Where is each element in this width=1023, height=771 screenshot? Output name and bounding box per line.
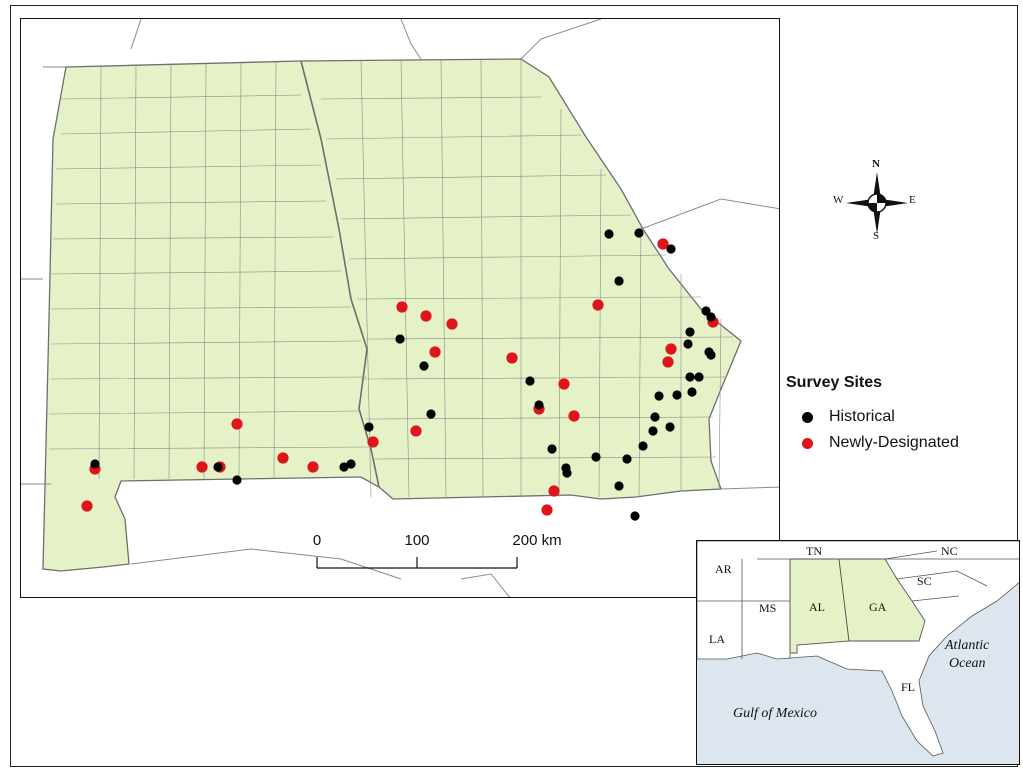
historical-site-marker xyxy=(525,376,535,386)
historical-site-marker xyxy=(685,327,695,337)
newly-designated-site-marker xyxy=(81,500,93,512)
newly-designated-site-marker xyxy=(429,346,441,358)
legend-label-newly-designated: Newly-Designated xyxy=(829,434,959,451)
historical-site-marker xyxy=(648,426,658,436)
historical-site-marker xyxy=(694,372,704,382)
historical-site-marker xyxy=(395,334,405,344)
newly-designated-site-marker xyxy=(657,238,669,250)
historical-site-marker xyxy=(654,391,664,401)
historical-site-marker xyxy=(364,422,374,432)
inset-label-ga: GA xyxy=(869,600,887,614)
historical-site-marker xyxy=(534,400,544,410)
main-map-svg: 0 100 200 km xyxy=(21,19,779,597)
inset-label-fl: FL xyxy=(901,680,915,694)
historical-site-marker xyxy=(622,454,632,464)
historical-site-marker xyxy=(650,412,660,422)
historical-site-marker xyxy=(614,276,624,286)
historical-site-marker xyxy=(547,444,557,454)
inset-label-nc: NC xyxy=(941,544,958,558)
newly-designated-site-marker xyxy=(196,461,208,473)
newly-designated-site-marker xyxy=(541,504,553,516)
inset-label-ocean: Ocean xyxy=(949,656,986,671)
newly-designated-site-marker xyxy=(506,352,518,364)
newly-designated-site-marker xyxy=(446,318,458,330)
newly-designated-site-marker xyxy=(665,343,677,355)
compass-south: S xyxy=(873,230,880,242)
compass-rose-icon xyxy=(846,172,908,234)
inset-label-atlantic: Atlantic xyxy=(944,638,990,653)
historical-site-marker xyxy=(672,390,682,400)
historical-site-marker xyxy=(604,229,614,239)
inset-label-sc: SC xyxy=(917,574,932,588)
survey-sites-layer xyxy=(81,228,719,521)
newly-designated-site-marker xyxy=(410,425,422,437)
newly-designated-site-marker xyxy=(592,299,604,311)
inset-label-tn: TN xyxy=(806,544,822,558)
inset-label-al: AL xyxy=(809,600,825,614)
inset-label-gulf-of-mexico: Gulf of Mexico xyxy=(733,706,817,721)
county-boundaries xyxy=(48,58,734,498)
historical-site-marker xyxy=(346,459,356,469)
historical-site-marker xyxy=(665,422,675,432)
historical-site-marker xyxy=(687,387,697,397)
legend-title: Survey Sites xyxy=(786,374,883,391)
newly-designated-site-marker xyxy=(558,378,570,390)
compass-west: W xyxy=(833,194,844,206)
map-legend: Survey Sites Historical Newly-Designated xyxy=(786,374,1011,456)
inset-label-ms: MS xyxy=(759,601,776,615)
scale-label-100: 100 xyxy=(404,532,429,549)
inset-map-svg: AR TN NC MS AL GA SC LA FL Atlantic Ocea… xyxy=(697,541,1019,757)
scale-label-200: 200 km xyxy=(512,532,561,549)
compass-east: E xyxy=(909,194,916,206)
newly-designated-site-marker xyxy=(277,452,289,464)
newly-designated-site-marker xyxy=(367,436,379,448)
historical-site-marker xyxy=(638,441,648,451)
historical-site-marker xyxy=(213,462,223,472)
compass-north: N xyxy=(872,158,880,170)
newly-designated-site-marker xyxy=(307,461,319,473)
newly-designated-site-marker xyxy=(420,310,432,322)
historical-site-marker xyxy=(90,459,100,469)
historical-site-marker xyxy=(706,312,716,322)
historical-site-marker xyxy=(591,452,601,462)
historical-site-marker xyxy=(706,350,716,360)
state-boundary-lines xyxy=(21,19,779,597)
legend-label-historical: Historical xyxy=(829,408,895,425)
legend-item-newly-designated: Newly-Designated xyxy=(786,430,1011,456)
newly-designated-site-marker xyxy=(396,301,408,313)
historical-site-marker xyxy=(683,339,693,349)
newly-designated-site-marker xyxy=(568,410,580,422)
inset-land xyxy=(697,541,1019,757)
main-map: 0 100 200 km xyxy=(20,18,780,598)
historical-site-marker xyxy=(562,468,572,478)
historical-site-marker xyxy=(666,244,676,254)
inset-state-lines xyxy=(697,550,1019,659)
newly-designated-site-marker xyxy=(231,418,243,430)
alabama-georgia-land xyxy=(42,58,742,572)
historical-dot-icon xyxy=(802,411,813,423)
inset-georgia xyxy=(838,558,926,642)
newly-designated-dot-icon xyxy=(802,437,813,449)
historical-site-marker xyxy=(630,511,640,521)
historical-site-marker xyxy=(685,372,695,382)
historical-site-marker xyxy=(339,462,349,472)
historical-site-marker xyxy=(634,228,644,238)
scale-label-0: 0 xyxy=(313,532,321,549)
scale-bar: 0 100 200 km xyxy=(313,532,562,569)
historical-site-marker xyxy=(614,481,624,491)
historical-site-marker xyxy=(232,475,242,485)
newly-designated-site-marker xyxy=(548,485,560,497)
newly-designated-site-marker xyxy=(662,356,674,368)
inset-label-la: LA xyxy=(709,632,725,646)
locator-inset-map: AR TN NC MS AL GA SC LA FL Atlantic Ocea… xyxy=(696,540,1020,765)
legend-item-historical: Historical xyxy=(786,404,1011,430)
inset-label-ar: AR xyxy=(715,562,732,576)
historical-site-marker xyxy=(419,361,429,371)
historical-site-marker xyxy=(426,409,436,419)
north-arrow: N S E W xyxy=(832,158,922,248)
